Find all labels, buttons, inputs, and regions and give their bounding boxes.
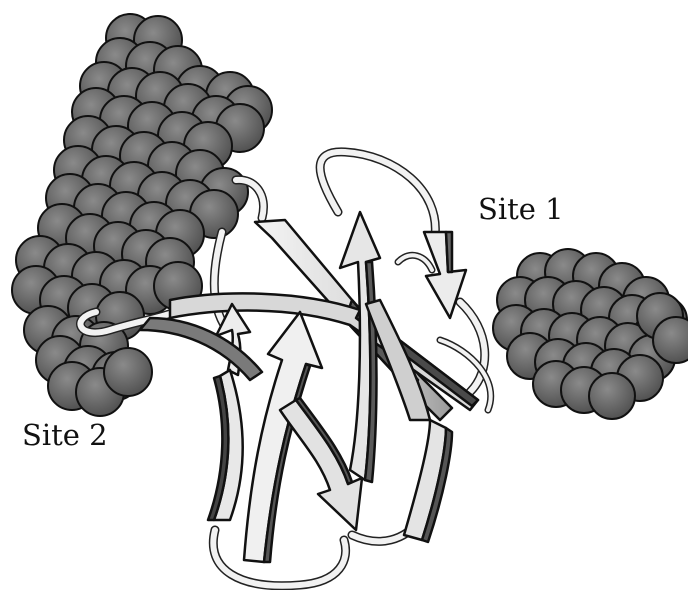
site-2-label: Site 2 <box>22 418 108 452</box>
site-1-label: Site 1 <box>478 192 564 226</box>
loop-top <box>320 152 435 236</box>
atom-sphere <box>589 373 635 419</box>
atom-sphere <box>104 348 152 396</box>
atom-sphere <box>653 317 688 363</box>
site1-ligand-cluster <box>493 249 688 419</box>
